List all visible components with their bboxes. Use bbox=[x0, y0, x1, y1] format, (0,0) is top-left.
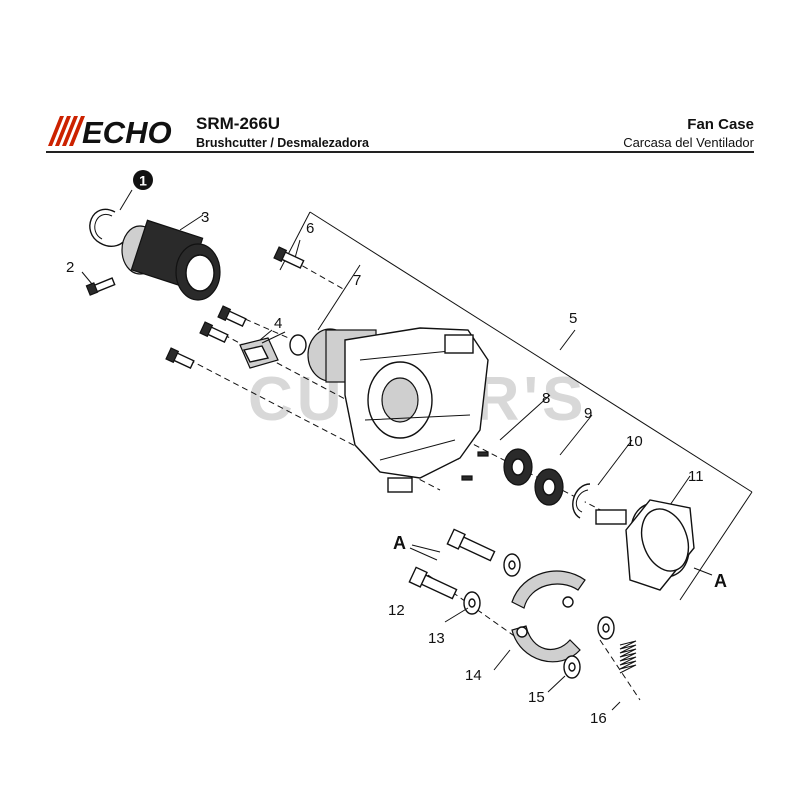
callout-10: 10 bbox=[626, 433, 643, 450]
logo-text: ECHO bbox=[82, 115, 172, 150]
part-14-clutch-shoes bbox=[511, 570, 586, 663]
model-subtitle: Brushcutter / Desmalezadora bbox=[196, 136, 369, 150]
callout-4: 4 bbox=[274, 315, 282, 332]
part-13-washers bbox=[463, 553, 521, 615]
leader-lines bbox=[261, 331, 713, 693]
part-10-snap-ring bbox=[572, 483, 591, 519]
part-7-oring bbox=[289, 334, 307, 356]
part-12-bolts bbox=[408, 528, 496, 600]
callout-7: 7 bbox=[353, 272, 361, 289]
callout-1: 1 bbox=[133, 170, 153, 190]
part-1-circlip bbox=[89, 189, 133, 247]
callout-2: 2 bbox=[66, 259, 74, 276]
callout-16: 16 bbox=[590, 710, 607, 727]
part-9-bearings bbox=[503, 448, 564, 506]
model-title: SRM-266U bbox=[196, 114, 281, 133]
logo-stripes bbox=[48, 116, 85, 146]
part-16-spring bbox=[611, 640, 637, 711]
callout-9: 9 bbox=[584, 405, 592, 422]
callout-a-left: A bbox=[393, 533, 406, 553]
part-6-screws bbox=[165, 246, 305, 370]
callout-8: 8 bbox=[542, 390, 550, 407]
callout-3: 3 bbox=[201, 209, 209, 226]
part-8-pins bbox=[461, 451, 489, 481]
echo-logo: ECHO bbox=[48, 115, 172, 150]
callout-12: 12 bbox=[388, 602, 405, 619]
part-2-screw bbox=[81, 271, 116, 296]
callout-13: 13 bbox=[428, 630, 445, 647]
callout-a-right: A bbox=[714, 571, 727, 591]
callout-11: 11 bbox=[688, 468, 704, 485]
callout-1-label: 1 bbox=[139, 173, 147, 189]
callout-5: 5 bbox=[569, 310, 577, 327]
part-11-clutch-drum bbox=[595, 499, 695, 591]
part-4-clip bbox=[239, 337, 279, 369]
callout-15: 15 bbox=[528, 689, 545, 706]
section-title: Fan Case bbox=[687, 116, 754, 133]
part-3-drum bbox=[121, 214, 221, 301]
section-title-spanish: Carcasa del Ventilador bbox=[623, 135, 754, 150]
part-5-fan-case bbox=[307, 327, 489, 493]
assembly-bracket bbox=[259, 211, 753, 601]
callout-6: 6 bbox=[306, 220, 314, 237]
part-15-washers bbox=[563, 616, 615, 679]
header-divider bbox=[46, 151, 754, 153]
callout-14: 14 bbox=[465, 667, 482, 684]
